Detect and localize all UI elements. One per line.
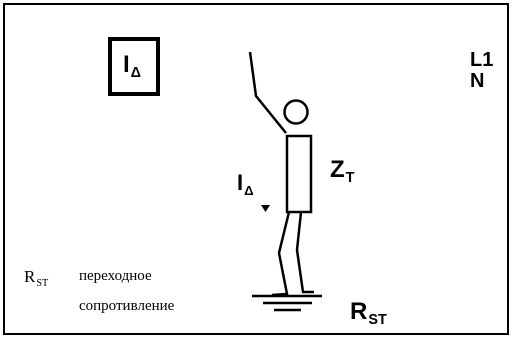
legend-line-1: переходное bbox=[79, 268, 152, 284]
legend-line-2: сопротивление bbox=[79, 298, 175, 314]
raised-arm bbox=[248, 51, 287, 134]
current-arrow-icon bbox=[261, 205, 270, 212]
left-leg bbox=[271, 211, 291, 297]
person-body bbox=[285, 134, 313, 214]
person-head bbox=[283, 99, 309, 125]
fault-current-label: IΔ bbox=[237, 170, 254, 198]
box-label: IΔ bbox=[123, 51, 142, 82]
diagram-frame bbox=[3, 3, 509, 335]
right-leg bbox=[295, 211, 314, 294]
phase-label-l1: L1 bbox=[470, 49, 494, 71]
ground-resistance-label: RST bbox=[350, 298, 387, 329]
residual-current-box bbox=[108, 37, 160, 96]
legend-symbol: RST bbox=[24, 267, 49, 289]
phase-label-n: N bbox=[470, 70, 485, 92]
body-impedance-label: ZT bbox=[330, 156, 355, 187]
